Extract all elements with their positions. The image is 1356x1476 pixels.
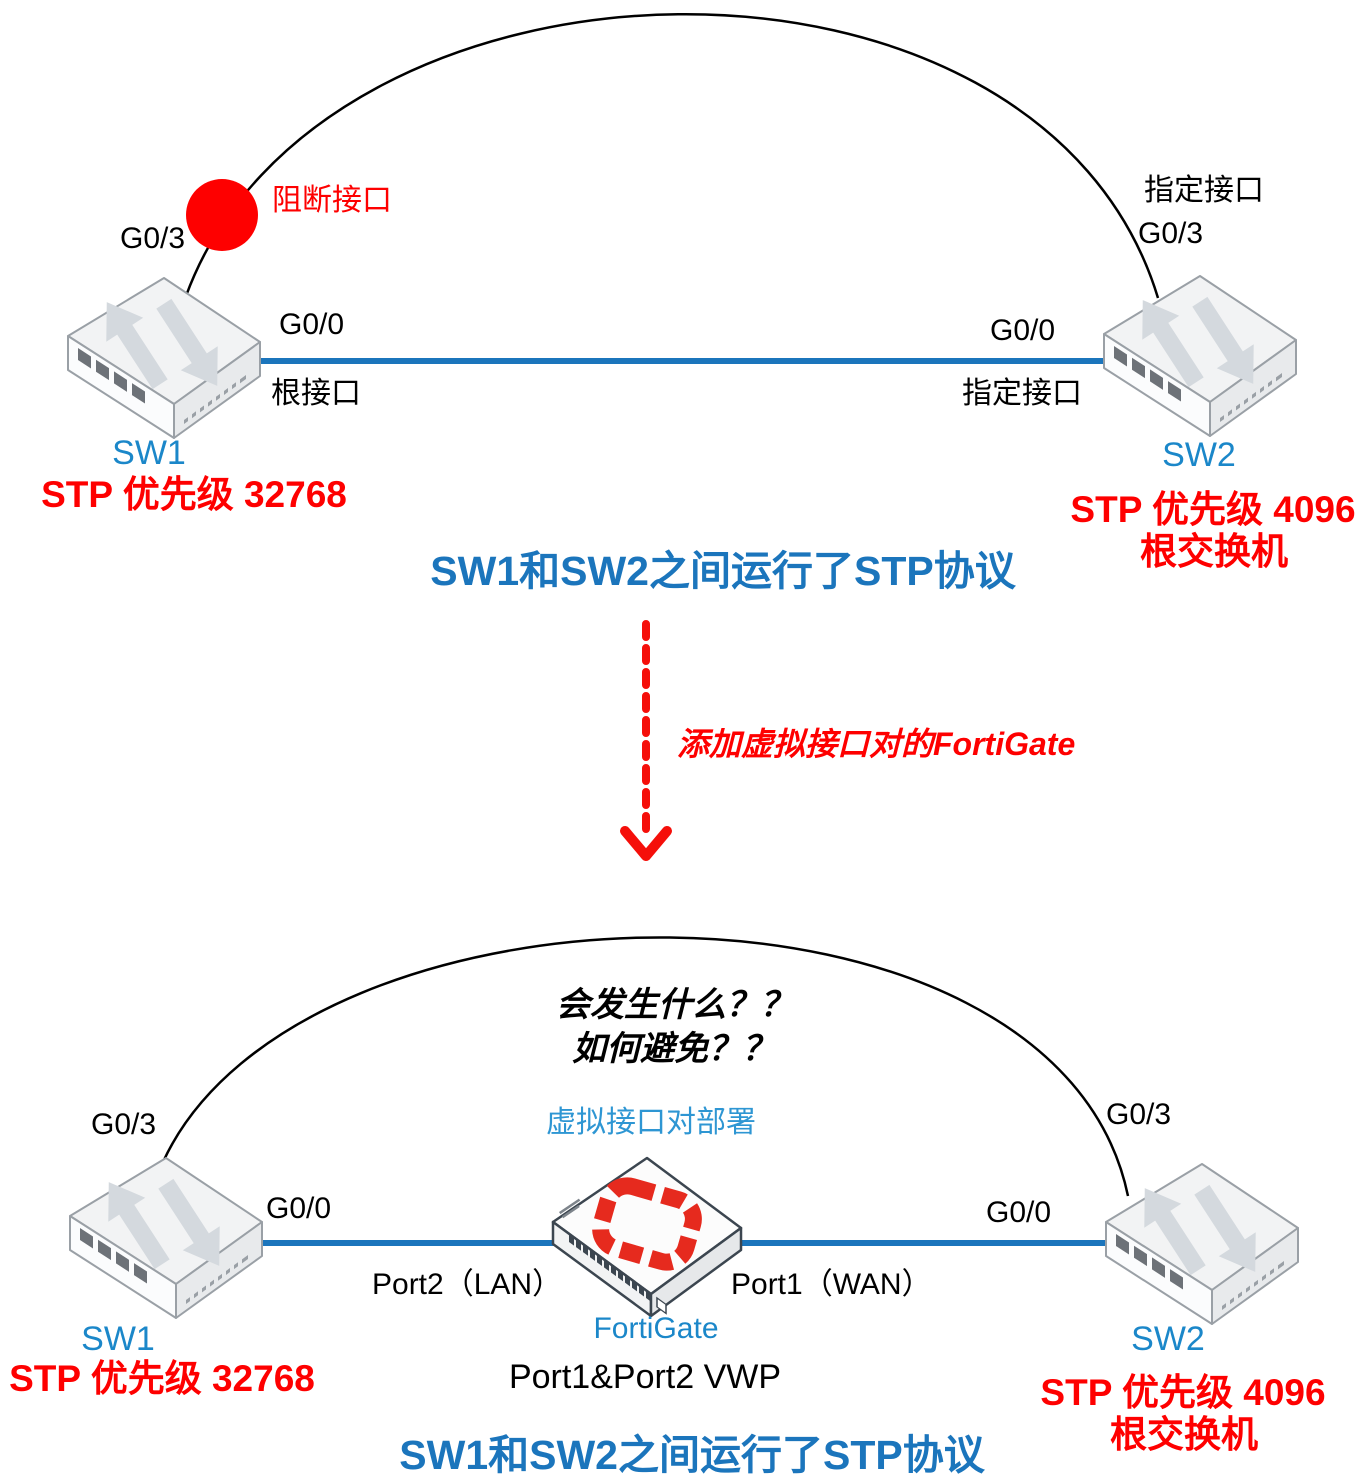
- vwp-deploy-label: 虚拟接口对部署: [546, 1106, 756, 1139]
- top-sw2-port-g00-label: G0/0: [990, 314, 1056, 347]
- bottom-sw1-name: SW1: [81, 1320, 155, 1358]
- fortigate-port1-wan-label: Port1（WAN）: [731, 1268, 932, 1301]
- top-sw2-designated-role-top: 指定接口: [1144, 174, 1264, 207]
- top-sw1-name: SW1: [112, 434, 186, 472]
- top-sw2-port-g03-label: G0/3: [1138, 217, 1204, 250]
- top-sw2-name: SW2: [1162, 436, 1236, 474]
- sw1-device-bottom: [69, 1157, 263, 1319]
- fortigate-port2-lan-label: Port2（LAN）: [372, 1268, 563, 1301]
- top-sw1-root-port-role: 根接口: [271, 377, 361, 410]
- question-line1: 会发生什么？？: [556, 986, 794, 1024]
- top-redundant-link-arc: [184, 13, 1160, 299]
- bottom-sw2-priority: STP 优先级 4096: [1040, 1372, 1326, 1413]
- bottom-sw1-priority: STP 优先级 32768: [9, 1358, 315, 1399]
- blocked-port-label: 阻断接口: [272, 184, 392, 217]
- top-sw2-designated-role-link: 指定接口: [962, 377, 1082, 410]
- bottom-sw1-port-g00-label: G0/0: [266, 1192, 332, 1225]
- top-sw1-priority: STP 优先级 32768: [41, 474, 347, 515]
- sw1-device-top: [67, 277, 261, 439]
- transition-arrow-head: [620, 826, 672, 861]
- bottom-sw2-name: SW2: [1131, 1320, 1205, 1358]
- top-caption: SW1和SW2之间运行了STP协议: [430, 548, 1016, 594]
- fortigate-device: [553, 1158, 741, 1316]
- bottom-caption: SW1和SW2之间运行了STP协议: [399, 1432, 985, 1476]
- bottom-sw2-root-role: 根交换机: [1110, 1414, 1258, 1455]
- question-line2: 如何避免？？: [572, 1030, 776, 1068]
- transition-label: 添加虚拟接口对的FortiGate: [677, 726, 1076, 762]
- sw2-device-bottom: [1105, 1163, 1299, 1325]
- bottom-sw2-port-g03-label: G0/3: [1106, 1098, 1172, 1131]
- top-sw1-port-g03-label: G0/3: [120, 222, 186, 255]
- top-sw2-priority: STP 优先级 4096: [1070, 489, 1356, 530]
- top-sw2-root-role: 根交换机: [1140, 531, 1288, 572]
- fortigate-name: FortiGate: [593, 1312, 719, 1345]
- sw2-device-top: [1103, 275, 1297, 437]
- bottom-redundant-link-arc: [161, 936, 1130, 1197]
- blocked-port-dot: [186, 179, 258, 251]
- vwp-note: Port1&Port2 VWP: [508, 1358, 782, 1396]
- bottom-sw2-port-g00-label: G0/0: [986, 1196, 1052, 1229]
- top-sw1-port-g00-label: G0/0: [279, 308, 345, 341]
- bottom-sw1-port-g03-label: G0/3: [91, 1108, 157, 1141]
